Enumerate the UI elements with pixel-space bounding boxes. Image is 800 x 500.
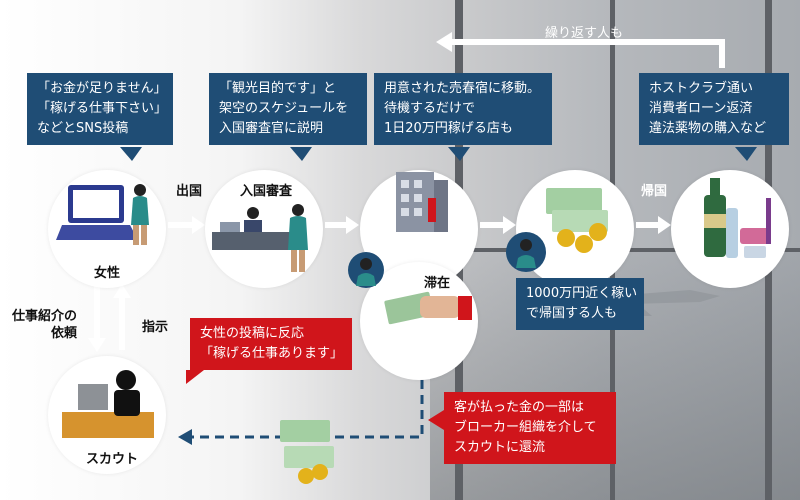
hotel-building-icon [396, 172, 448, 232]
earnings-bubble: 1000万円近く稼い で帰国する人も [516, 278, 644, 330]
bubble-tail [448, 147, 470, 161]
bubble-line: 1日20万円稼げる店も [384, 121, 513, 136]
woman-icon [131, 184, 149, 245]
bubble-line: 待機するだけで [384, 101, 476, 116]
scout-reply-bubble: 女性の投稿に反応 「稼げる仕事あります」 [190, 318, 352, 370]
bubble-line: ホストクラブ通い [649, 81, 754, 96]
stay-label: 滞在 [424, 276, 451, 291]
bubble-tail [428, 410, 444, 430]
departure-label: 出国 [176, 184, 203, 199]
bubble-line: などとSNS投稿 [37, 121, 129, 136]
repeat-label: 繰り返す人も [545, 26, 624, 41]
woman-avatar-icon [348, 252, 384, 288]
job-request-arrowhead [88, 338, 106, 352]
job-request-label: 仕事紹介の 依頼 [12, 308, 77, 342]
alcohol-drugs-icon [704, 178, 771, 258]
woman-post-bubble: 「お金が足りません」 「稼げる仕事下さい」 などとSNS投稿 [27, 73, 173, 145]
brothel-move-bubble: 用意された売春宿に移動。 待機するだけで 1日20万円稼げる店も [374, 73, 552, 145]
instruction-arrowhead [113, 284, 131, 298]
bubble-line: 「観光目的です」と [219, 81, 337, 96]
bubble-line: 用意された売春宿に移動。 [384, 81, 541, 96]
scout-label: スカウト [86, 452, 139, 467]
instruction-label: 指示 [142, 320, 169, 335]
label-line: 依頼 [51, 326, 78, 341]
bubble-tail [186, 370, 204, 384]
money-return-arrowhead [178, 429, 192, 445]
money-flow-bubble: 客が払った金の一部は ブローカー組織を介して スカウトに還流 [444, 392, 616, 464]
bubble-line: 消費者ローン返済 [649, 101, 753, 116]
immigration-claim-bubble: 「観光目的です」と 架空のスケジュールを 入国審査官に説明 [209, 73, 367, 145]
immigration-officer-icon [212, 207, 306, 250]
traveler-woman-icon [288, 204, 308, 272]
returning-woman-icon [506, 232, 546, 272]
label-line: 仕事紹介の [12, 309, 78, 324]
scout-icon [62, 370, 154, 438]
bubble-tail [120, 147, 142, 161]
laptop-icon [56, 185, 138, 240]
bubble-line: 客が払った金の一部は [454, 400, 585, 415]
cash-coins-icon [546, 188, 608, 253]
spending-bubble: ホストクラブ通い 消費者ローン返済 違法薬物の購入など [639, 73, 789, 145]
bubble-line: 架空のスケジュールを [219, 101, 349, 116]
bubble-tail [735, 147, 757, 161]
cash-hand-icon [384, 291, 472, 325]
immigration-label: 入国審査 [240, 184, 293, 199]
bubble-line: ブローカー組織を介して [454, 420, 597, 435]
bubble-line: スカウトに還流 [454, 440, 546, 455]
bubble-line: で帰国する人も [526, 306, 618, 321]
bubble-line: 「稼げる仕事あります」 [200, 346, 344, 361]
bubble-line: 1000万円近く稼い [526, 286, 638, 301]
bubble-tail [290, 147, 312, 161]
bubble-line: 違法薬物の購入など [649, 121, 767, 136]
bubble-line: 女性の投稿に反応 [200, 326, 305, 341]
repeat-arrowhead [436, 32, 452, 52]
bubble-line: 「お金が足りません」 [37, 81, 167, 96]
woman-label: 女性 [94, 266, 121, 281]
return-home-label: 帰国 [641, 184, 668, 199]
bubble-line: 「稼げる仕事下さい」 [37, 101, 168, 116]
cash-stack-icon [280, 420, 334, 484]
bubble-line: 入国審査官に説明 [219, 121, 324, 136]
